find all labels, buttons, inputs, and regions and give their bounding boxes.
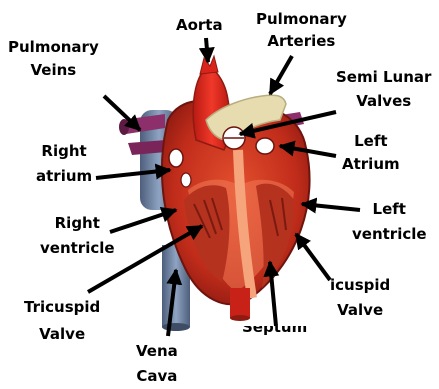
label-semi-lunar-valves-line2: Valves xyxy=(336,92,431,111)
label-semi-lunar-valves: Semi Lunar Valves xyxy=(336,68,431,111)
label-aorta-text: Aorta xyxy=(176,16,223,34)
label-right-ventricle-line2: ventricle xyxy=(40,239,115,258)
label-septum-text: Septum xyxy=(242,326,307,336)
arrow-right-ventricle xyxy=(110,210,176,232)
descending-aorta-vessel xyxy=(230,288,250,321)
label-tricuspid-valve-line2: Valve xyxy=(24,325,100,344)
label-left-ventricle-line1: Left xyxy=(352,200,427,219)
label-semi-lunar-valves-line1: Semi Lunar xyxy=(336,68,431,87)
label-pulmonary-veins-line1: Pulmonary xyxy=(8,38,99,57)
label-aorta: Aorta xyxy=(176,16,223,35)
label-septum: Septum xyxy=(242,326,307,338)
label-right-atrium-line1: Right xyxy=(36,142,92,161)
label-bicuspid-valve-line1: icuspid xyxy=(330,276,390,295)
label-pulmonary-arteries: Pulmonary Arteries xyxy=(256,10,347,51)
label-tricuspid-valve-line1: Tricuspid xyxy=(24,298,100,317)
label-left-atrium: Left Atrium xyxy=(342,132,400,174)
arrow-aorta xyxy=(206,38,208,62)
label-right-ventricle-line1: Right xyxy=(40,214,115,233)
label-pulmonary-arteries-line1: Pulmonary xyxy=(256,10,347,29)
label-right-atrium-line2: atrium xyxy=(36,167,92,186)
arrow-bicuspid-valve xyxy=(296,234,330,280)
label-tricuspid-valve: Tricuspid Valve xyxy=(24,298,100,344)
label-pulmonary-arteries-line2: Arteries xyxy=(256,32,347,51)
label-vena-cava: Vena Cava xyxy=(136,342,178,386)
label-vena-cava-line2: Cava xyxy=(136,367,178,386)
arrow-pulmonary-arteries xyxy=(270,56,292,94)
label-bicuspid-valve: icuspid Valve xyxy=(330,276,390,320)
label-right-atrium: Right atrium xyxy=(36,142,92,186)
label-vena-cava-line1: Vena xyxy=(136,342,178,361)
label-pulmonary-veins: Pulmonary Veins xyxy=(8,38,99,80)
label-left-ventricle: Left ventricle xyxy=(352,200,427,244)
label-left-ventricle-line2: ventricle xyxy=(352,225,427,244)
label-left-atrium-line2: Atrium xyxy=(342,155,400,174)
label-left-atrium-line1: Left xyxy=(342,132,400,151)
label-right-ventricle: Right ventricle xyxy=(40,214,115,258)
label-bicuspid-valve-line2: Valve xyxy=(330,301,390,320)
label-pulmonary-veins-line2: Veins xyxy=(8,61,99,80)
